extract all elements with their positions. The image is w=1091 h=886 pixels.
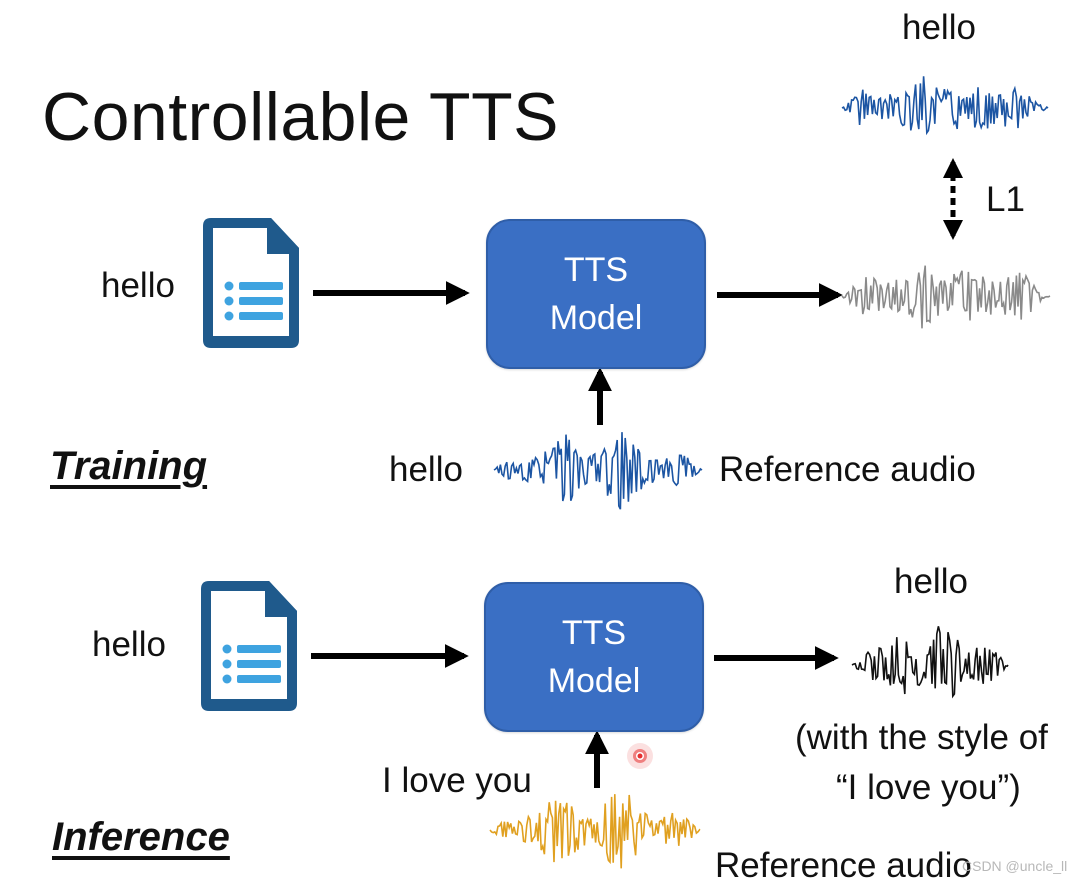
waveform-target-hello — [841, 76, 1049, 136]
waveform-output-inference — [851, 626, 1009, 699]
style-note-line1: (with the style of — [795, 718, 1048, 757]
model-label-line2: Model — [547, 662, 641, 700]
inference-section-label: Inference — [52, 815, 230, 859]
style-note-line2: “I love you”) — [836, 768, 1021, 807]
training-tts-model-box: TTS Model — [486, 219, 706, 369]
inference-input-text: hello — [92, 625, 166, 664]
inference-reference-label: Reference audio — [715, 846, 972, 885]
inference-tts-model-box: TTS Model — [484, 582, 704, 732]
model-label-line1: TTS — [563, 251, 629, 289]
training-input-text: hello — [101, 266, 175, 305]
model-label-line1: TTS — [561, 614, 627, 652]
waveform-reference-hello — [493, 432, 703, 510]
waveform-reference-i-love-you — [489, 794, 701, 869]
training-section-label: Training — [50, 444, 208, 488]
document-icon — [203, 218, 299, 348]
training-reference-text: hello — [389, 450, 463, 489]
laser-pointer-icon — [627, 743, 653, 769]
inference-reference-text: I love you — [382, 761, 532, 800]
watermark: CSDN @uncle_ll — [962, 858, 1068, 874]
inference-output-text: hello — [894, 562, 968, 601]
document-icon — [201, 581, 297, 711]
page-title: Controllable TTS — [42, 79, 559, 155]
target-audio-text: hello — [902, 8, 976, 47]
training-reference-label: Reference audio — [719, 450, 976, 489]
l1-loss-label: L1 — [986, 180, 1025, 219]
model-label-line2: Model — [549, 299, 643, 337]
waveform-output-training — [841, 265, 1051, 329]
